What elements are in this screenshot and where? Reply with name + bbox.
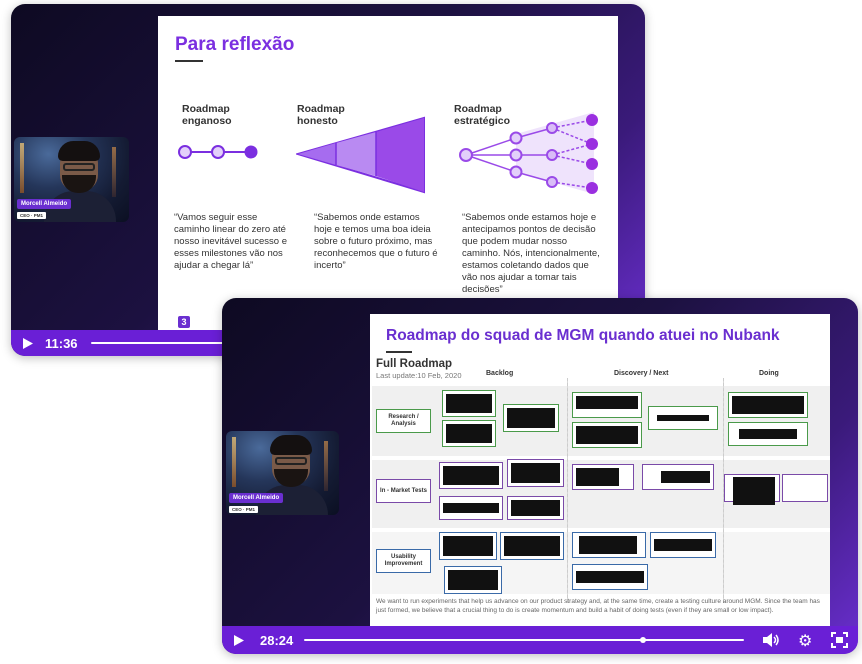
title-underline bbox=[175, 60, 203, 62]
presenter-name: Morcell Almeido bbox=[229, 493, 284, 503]
progress-knob[interactable] bbox=[639, 637, 646, 643]
quote-enganoso: “Vamos seguir esse caminho linear do zer… bbox=[174, 212, 288, 271]
redacted-card bbox=[650, 532, 716, 558]
roadmap-subtitle: Full Roadmap bbox=[376, 358, 453, 370]
play-icon[interactable] bbox=[11, 337, 45, 350]
redacted-card bbox=[782, 474, 828, 502]
presenter-role: CEO · PM1 bbox=[229, 506, 259, 513]
row-label-research: Research / Analysis bbox=[376, 409, 431, 433]
video-player-2[interactable]: Roadmap do squad de MGM quando atuei no … bbox=[222, 298, 858, 654]
redacted-card bbox=[503, 404, 559, 432]
play-icon[interactable] bbox=[222, 634, 256, 647]
cone-roadmap-diagram bbox=[296, 116, 425, 194]
branching-roadmap-diagram bbox=[459, 112, 598, 194]
slide-para-reflexao: Para reflexão Roadmap enganoso Roadmap h… bbox=[158, 16, 618, 332]
player-controls: 28:24 ⚙ bbox=[222, 626, 858, 654]
slide-footer-text: We want to run experiments that help us … bbox=[376, 598, 820, 614]
presenter-name: Morcell Almeido bbox=[17, 199, 72, 209]
redacted-card bbox=[507, 459, 564, 487]
progress-bar[interactable] bbox=[304, 639, 744, 641]
redacted-card bbox=[642, 464, 714, 490]
presenter-webcam: Morcell Almeido CEO · PM1 bbox=[14, 137, 129, 222]
quote-honesto: “Sabemos onde estamos hoje e temos uma b… bbox=[314, 212, 438, 271]
current-time: 11:36 bbox=[45, 335, 78, 351]
fullscreen-icon[interactable] bbox=[831, 632, 848, 648]
current-time: 28:24 bbox=[260, 632, 294, 648]
row-label-tests: In - Market Tests bbox=[376, 479, 431, 503]
last-update: Last update:10 Feb, 2020 bbox=[376, 371, 462, 380]
redacted-card bbox=[572, 464, 634, 490]
brand-logo: 3 bbox=[178, 316, 190, 328]
redacted-card bbox=[648, 406, 718, 430]
slide-title: Para reflexão bbox=[175, 34, 295, 55]
redacted-card bbox=[572, 532, 646, 558]
redacted-card bbox=[724, 474, 780, 505]
redacted-card bbox=[572, 422, 642, 448]
presenter-webcam: Morcell Almeido CEO · PM1 bbox=[226, 431, 339, 515]
redacted-card bbox=[442, 420, 496, 447]
title-underline bbox=[386, 351, 412, 353]
redacted-card bbox=[728, 422, 808, 446]
col-discovery: Discovery / Next bbox=[614, 370, 669, 377]
redacted-card bbox=[439, 532, 497, 560]
quote-estrategico: “Sabemos onde estamos hoje e antecipamos… bbox=[462, 212, 600, 295]
redacted-card bbox=[442, 390, 496, 417]
row-label-usability: Usability Improvement bbox=[376, 549, 431, 573]
redacted-card bbox=[728, 392, 808, 418]
label-roadmap-enganoso: Roadmap enganoso bbox=[182, 103, 232, 127]
redacted-card bbox=[572, 392, 642, 418]
redacted-card bbox=[444, 566, 502, 594]
redacted-card bbox=[439, 496, 503, 520]
col-backlog: Backlog bbox=[486, 370, 514, 377]
label-roadmap-honesto: Roadmap honesto bbox=[297, 103, 345, 127]
settings-gear-icon[interactable]: ⚙ bbox=[798, 633, 813, 650]
linear-roadmap-diagram bbox=[178, 145, 258, 159]
redacted-card bbox=[572, 564, 648, 590]
presenter-role: CEO · PM1 bbox=[17, 212, 47, 219]
col-doing: Doing bbox=[759, 370, 779, 377]
redacted-card bbox=[500, 532, 564, 560]
volume-icon[interactable] bbox=[762, 632, 780, 648]
slide-nubank-roadmap: Roadmap do squad de MGM quando atuei no … bbox=[370, 314, 830, 627]
slide-title: Roadmap do squad de MGM quando atuei no … bbox=[386, 327, 780, 344]
redacted-card bbox=[439, 462, 503, 489]
redacted-card bbox=[507, 496, 564, 520]
label-roadmap-estrategico: Roadmap estratégico bbox=[454, 103, 511, 127]
